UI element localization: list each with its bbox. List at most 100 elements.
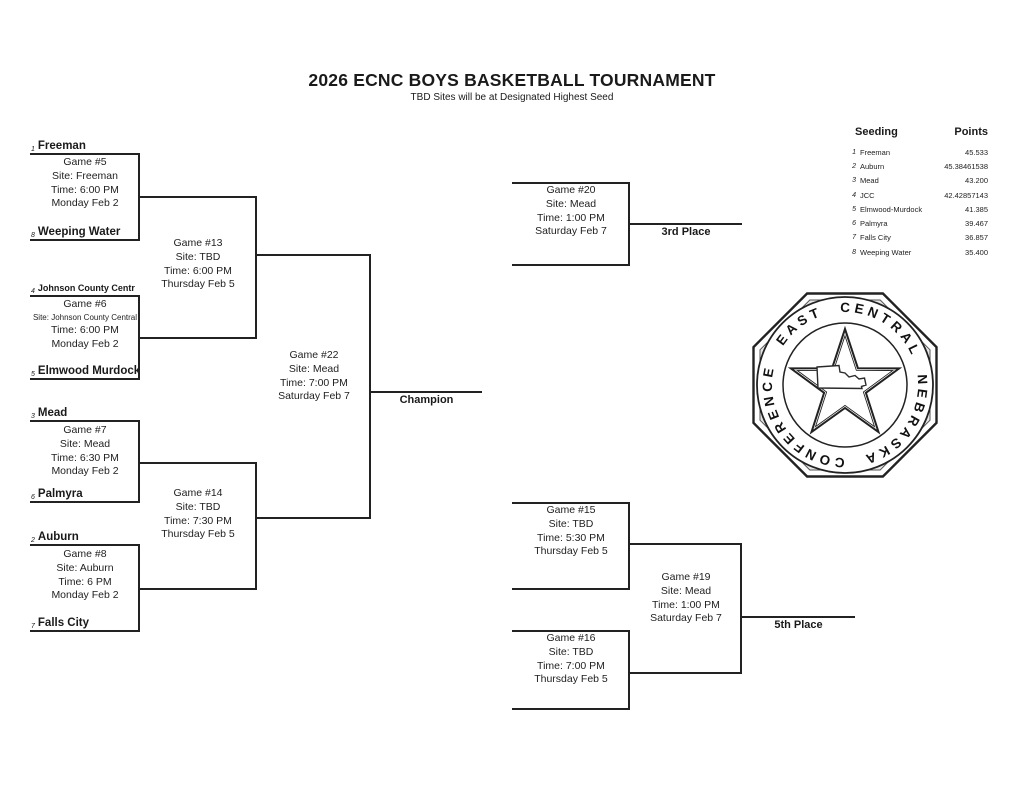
bracket-line bbox=[138, 544, 140, 632]
row-seed: 5 bbox=[852, 205, 856, 213]
game-16-info: Game #16 Site: TBD Time: 7:00 PM Thursda… bbox=[512, 632, 630, 687]
row-seed: 7 bbox=[852, 234, 856, 242]
game-13-info: Game #13 Site: TBD Time: 6:00 PM Thursda… bbox=[142, 237, 254, 292]
team-name: Elmwood Murdock bbox=[37, 365, 140, 377]
game-number: Game #5 bbox=[63, 156, 107, 168]
seed-number: 1 bbox=[31, 146, 35, 153]
seed-number: 4 bbox=[31, 288, 35, 295]
game-site: Site: Mead bbox=[59, 437, 111, 450]
row-team: JCC bbox=[860, 190, 875, 200]
page-title: 2026 ECNC BOYS BASKETBALL TOURNAMENT bbox=[308, 70, 716, 90]
bracket-line bbox=[30, 153, 140, 155]
game-time: Time: 1:00 PM bbox=[652, 598, 720, 611]
game-time: Time: 5:30 PM bbox=[537, 531, 605, 544]
bracket-line bbox=[138, 420, 140, 503]
row-seed: 6 bbox=[852, 220, 856, 228]
page-subtitle: TBD Sites will be at Designated Highest … bbox=[410, 92, 614, 103]
bracket-line bbox=[630, 672, 742, 674]
row-points: 45.533 bbox=[965, 147, 988, 157]
seed-number: 6 bbox=[31, 494, 35, 501]
bracket-line bbox=[255, 196, 257, 339]
fifth-place-line bbox=[742, 616, 855, 618]
bracket-line bbox=[512, 264, 630, 266]
game-20-info: Game #20 Site: Mead Time: 1:00 PM Saturd… bbox=[512, 184, 630, 239]
bracket-line bbox=[512, 502, 630, 504]
row-points: 42.42857143 bbox=[944, 190, 988, 200]
bracket-line bbox=[630, 543, 742, 545]
row-points: 45.38461538 bbox=[944, 161, 988, 171]
seed-number: 8 bbox=[31, 232, 35, 239]
bracket-line bbox=[30, 420, 140, 422]
game-number: Game #20 bbox=[546, 184, 596, 196]
bracket-line bbox=[512, 588, 630, 590]
bracket-line bbox=[512, 630, 630, 632]
team-name: Auburn bbox=[37, 531, 79, 543]
game-site: Site: TBD bbox=[175, 250, 221, 263]
game-22-info: Game #22 Site: Mead Time: 7:00 PM Saturd… bbox=[259, 349, 369, 404]
star-icon bbox=[787, 325, 903, 435]
game-number: Game #13 bbox=[173, 237, 223, 249]
team-name: Johnson County Centr bbox=[37, 283, 135, 293]
game-day: Monday Feb 2 bbox=[51, 589, 119, 602]
game-day: Saturday Feb 7 bbox=[535, 225, 607, 238]
seed-number: 7 bbox=[31, 623, 35, 630]
champion-label: Champion bbox=[399, 394, 454, 406]
bracket-line bbox=[30, 544, 140, 546]
game-number: Game #15 bbox=[546, 504, 596, 516]
row-points: 39.467 bbox=[965, 219, 988, 229]
game-14-info: Game #14 Site: TBD Time: 7:30 PM Thursda… bbox=[142, 487, 254, 542]
row-seed: 4 bbox=[852, 191, 856, 199]
game-day: Thursday Feb 5 bbox=[534, 545, 608, 558]
game-time: Time: 7:30 PM bbox=[164, 514, 232, 527]
bracket-line bbox=[257, 254, 371, 256]
game-time: Time: 7:00 PM bbox=[280, 376, 348, 389]
game-time: Time: 6:30 PM bbox=[51, 451, 119, 464]
bracket-line bbox=[628, 630, 630, 710]
bracket-line bbox=[30, 239, 140, 241]
row-points: 35.400 bbox=[965, 247, 988, 257]
game-day: Thursday Feb 5 bbox=[161, 278, 235, 291]
points-header: Points bbox=[954, 126, 988, 138]
row-points: 43.200 bbox=[965, 176, 988, 186]
row-points: 41.385 bbox=[965, 204, 988, 214]
game-15-info: Game #15 Site: TBD Time: 5:30 PM Thursda… bbox=[512, 504, 630, 559]
bracket-line bbox=[140, 588, 257, 590]
bracket-line bbox=[140, 462, 257, 464]
game-number: Game #16 bbox=[546, 632, 596, 644]
conference-logo-icon: EAST CENTRAL NEBRASKA CONFERENCE bbox=[752, 292, 938, 478]
table-row: 5 Elmwood-Murdock 41.385 bbox=[840, 202, 990, 216]
game-number: Game #19 bbox=[661, 571, 711, 583]
game-site: Site: Johnson County Central bbox=[32, 312, 138, 322]
game-site: Site: Mead bbox=[288, 362, 340, 375]
game-day: Saturday Feb 7 bbox=[650, 612, 722, 625]
game-5-info: Game #5 Site: Freeman Time: 6:00 PM Mond… bbox=[30, 156, 140, 211]
game-day: Thursday Feb 5 bbox=[534, 673, 608, 686]
game-7-info: Game #7 Site: Mead Time: 6:30 PM Monday … bbox=[30, 424, 140, 479]
row-team: Elmwood-Murdock bbox=[860, 204, 923, 214]
row-team: Falls City bbox=[860, 233, 891, 243]
table-row: 4 JCC 42.42857143 bbox=[840, 188, 990, 202]
game-time: Time: 1:00 PM bbox=[537, 211, 605, 224]
star-inner-outline bbox=[795, 334, 895, 428]
game-number: Game #6 bbox=[63, 298, 107, 310]
row-team: Mead bbox=[860, 176, 879, 186]
game-8-info: Game #8 Site: Auburn Time: 6 PM Monday F… bbox=[30, 548, 140, 603]
team-name: Falls City bbox=[37, 617, 90, 629]
team-name: Mead bbox=[37, 407, 68, 419]
bracket-line bbox=[30, 630, 140, 632]
row-points: 36.857 bbox=[965, 233, 988, 243]
bracket-line bbox=[140, 196, 257, 198]
